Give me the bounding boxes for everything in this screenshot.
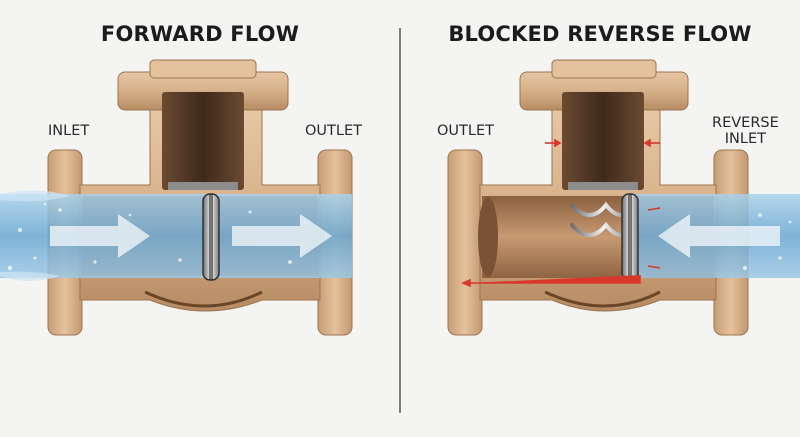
panel-title-forward-flow: FORWARD FLOW [100,22,300,46]
label-outlet-left: OUTLET [305,123,362,139]
outlet-flange-right [447,149,483,336]
valve-disc-icon [621,193,639,281]
valve-disc-icon [202,193,220,281]
label-reverse-line1: REVERSE [712,115,779,131]
spring-icon [569,99,637,177]
red-pressure-arrow-icon [460,138,661,288]
water-flow-arrow-icon [50,214,332,258]
label-outlet-right: OUTLET [437,123,494,139]
label-reverse-inlet: REVERSE INLET [712,115,779,147]
panel-divider [399,28,401,413]
valve-blocked [447,59,800,336]
spring-icon [169,99,237,177]
label-inlet: INLET [48,123,90,139]
panel-title-blocked-reverse-flow: BLOCKED REVERSE FLOW [448,22,752,46]
water-flow-arrow-icon [658,214,780,258]
valve-forward [0,59,353,336]
label-reverse-line2: INLET [724,131,766,147]
